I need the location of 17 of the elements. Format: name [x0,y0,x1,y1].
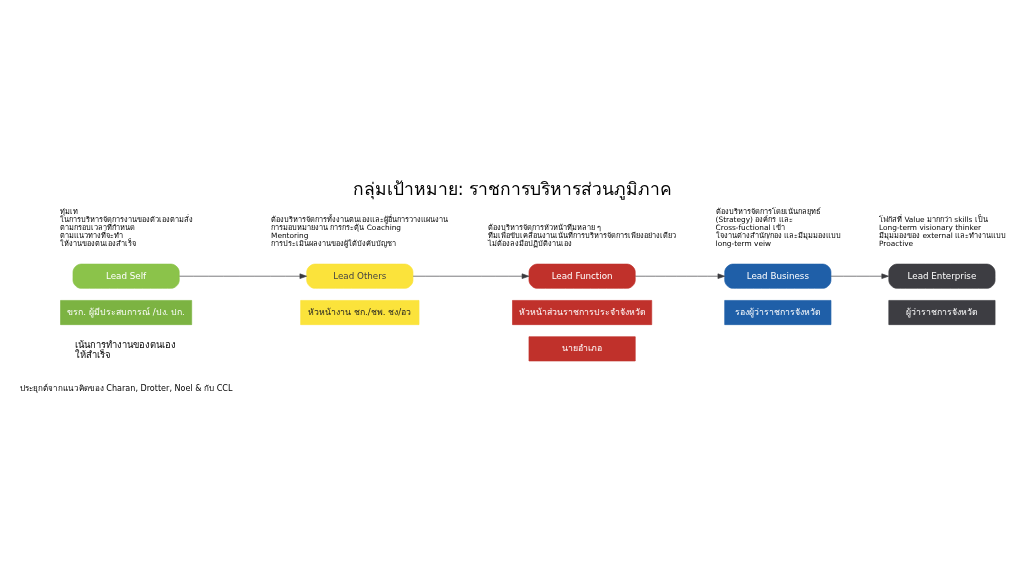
node-box: Lead Others [305,263,413,289]
node-box: Lead Self [72,263,180,289]
arrow [178,273,307,279]
node-box: Lead Function [528,263,636,289]
node-box: Lead Business [723,263,831,289]
arrow [634,273,725,279]
node-box: หัวหน้าส่วนราชการประจำจังหวัด [511,300,652,325]
diagram-title: กลุ่มเป้าหมาย: ราชการบริหารส่วนภูมิภาค [352,179,672,200]
arrow [412,273,529,279]
label: เน้นการทำงานของตนเอง ให้สำเร็จ [74,339,176,361]
node-box: Lead Enterprise [887,263,995,289]
arrow [830,273,889,279]
node-box: หัวหน้างาน ชก./ชพ. ชง/อว [299,300,419,325]
node-box: รองผู้ว่าราชการจังหวัด [723,300,831,325]
node-box: ขรก. ผู้มีประสบการณ์ /ปง. ปก. [59,300,192,325]
node-box: นายอำเภอ [528,336,636,362]
node-box: ผู้ว่าราชการจังหวัด [887,300,995,325]
